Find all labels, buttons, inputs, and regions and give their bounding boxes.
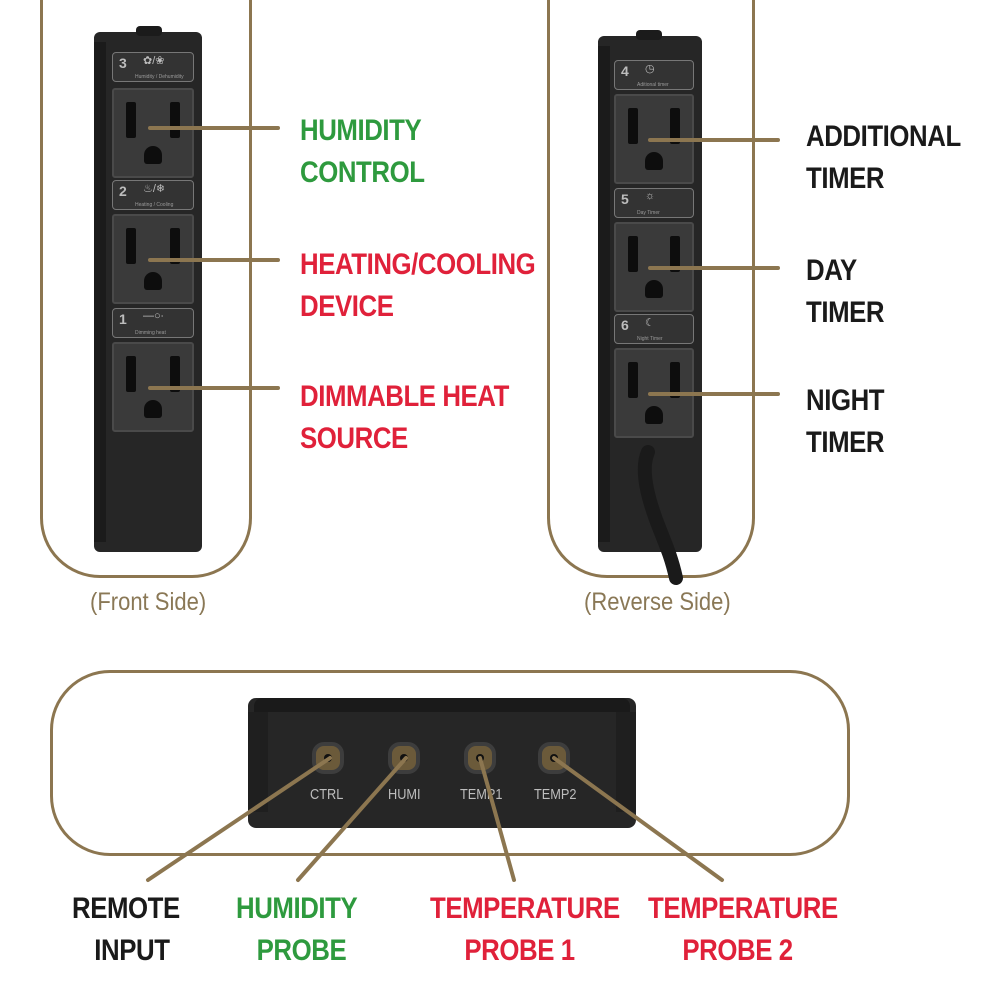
humi-jack-label: HUMI (388, 786, 421, 803)
label-additional-timer: ADDITIONAL TIMER (806, 120, 961, 195)
front-device-side (94, 42, 106, 542)
reverse-side-frame (547, 0, 755, 578)
outlet-3 (112, 88, 194, 178)
dimming-icon: —○∙ (143, 310, 164, 322)
outlet-plate-5: 5 ☼ Day Timer (614, 188, 694, 218)
caption-front-side: (Front Side) (90, 588, 207, 616)
label-day-timer: DAY TIMER (806, 254, 885, 329)
bottom-device-left-edge (248, 712, 268, 812)
reverse-device-knob (636, 30, 662, 40)
humidity-icon: ✿/❀ (143, 55, 165, 67)
label-temperature-probe-1: TEMPERATURE PROBE 1 (430, 892, 620, 967)
ctrl-jack-label: CTRL (310, 786, 344, 803)
label-temperature-probe-2: TEMPERATURE PROBE 2 (648, 892, 838, 967)
timer-icon: ◷ (645, 63, 655, 75)
label-humidity-probe: HUMIDITY PROBE (236, 892, 358, 967)
label-heating-cooling-device: HEATING/COOLING DEVICE (300, 248, 536, 323)
bottom-device-right-edge (616, 712, 636, 812)
temp2-jack-label: TEMP2 (534, 786, 577, 803)
moon-icon: ☾ (645, 317, 655, 329)
outlet-plate-1: 1 —○∙ Dimming heat (112, 308, 194, 338)
outlet-plate-3: 3 ✿/❀ Humidity / Dehumidity (112, 52, 194, 82)
label-night-timer: NIGHT TIMER (806, 384, 885, 459)
outlet-plate-2: 2 ♨/❄ Heating / Cooling (112, 180, 194, 210)
label-humidity-control: HUMIDITY CONTROL (300, 114, 425, 189)
label-dimmable-heat-source: DIMMABLE HEAT SOURCE (300, 380, 509, 455)
bottom-frame (50, 670, 850, 856)
front-side-frame (40, 0, 252, 578)
sun-icon: ☼ (645, 190, 656, 202)
outlet-plate-6: 6 ☾ Night Timer (614, 314, 694, 344)
label-remote-input: REMOTE INPUT (72, 892, 180, 967)
bottom-device: CTRL HUMI TEMP1 TEMP2 (248, 698, 636, 828)
front-device-knob (136, 26, 162, 36)
reverse-device-side (598, 46, 610, 542)
outlet-plate-4: 4 ◷ Aditional timer (614, 60, 694, 90)
caption-reverse-side: (Reverse Side) (584, 588, 731, 616)
front-device: 3 ✿/❀ Humidity / Dehumidity 2 ♨/❄ Heatin… (94, 26, 202, 552)
heating-cooling-icon: ♨/❄ (143, 183, 166, 195)
bottom-device-top-edge (254, 698, 630, 712)
